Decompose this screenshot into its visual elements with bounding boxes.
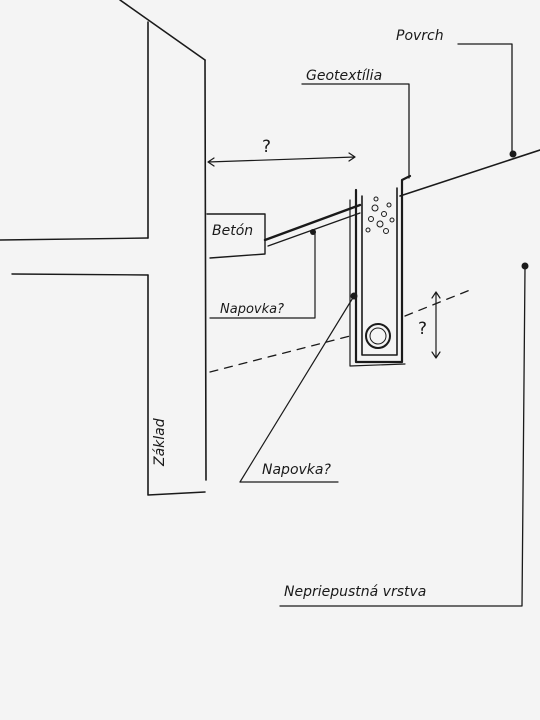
ground-surface-line bbox=[399, 149, 540, 197]
label-zaklad: Základ bbox=[152, 418, 168, 467]
label-napovka-1: Napovka? bbox=[220, 302, 284, 317]
nepriepustna-leader bbox=[279, 267, 526, 607]
geotextilia-leader bbox=[301, 83, 410, 179]
label-povrch: Povrch bbox=[396, 28, 444, 44]
dashed-layer-line bbox=[209, 289, 471, 373]
povrch-dot bbox=[509, 150, 517, 158]
depth-arrow bbox=[431, 291, 441, 359]
distance-arrow bbox=[207, 152, 356, 167]
label-geotextilia: Geotextília bbox=[306, 68, 382, 84]
label-distance-question: ? bbox=[262, 137, 271, 157]
drain-pipe bbox=[365, 323, 391, 349]
label-napovka-2: Napovka? bbox=[262, 462, 331, 478]
nepriepustna-dot bbox=[521, 262, 529, 270]
floor-line-upper bbox=[0, 237, 149, 241]
gravel-fill bbox=[365, 196, 395, 234]
roof-edge-line bbox=[119, 0, 206, 61]
trench-wall bbox=[349, 199, 406, 367]
drain-pipe-inner bbox=[369, 327, 387, 345]
label-nepriepustna-vrstva: Nepriepustná vrstva bbox=[284, 584, 426, 600]
napovka-2-leader bbox=[239, 295, 355, 483]
house-wall bbox=[204, 59, 207, 481]
povrch-leader bbox=[457, 43, 513, 153]
foundation-outline bbox=[147, 21, 206, 496]
label-depth-question: ? bbox=[418, 319, 427, 339]
geotextile-liner-inner bbox=[361, 187, 398, 356]
floor-line-lower bbox=[11, 273, 149, 276]
geotextile-liner-outer bbox=[354, 174, 412, 364]
label-beton: Betón bbox=[212, 223, 253, 239]
concrete-block bbox=[206, 213, 266, 259]
napovka-1-leader bbox=[209, 231, 316, 319]
concrete-membrane-line bbox=[263, 203, 362, 242]
